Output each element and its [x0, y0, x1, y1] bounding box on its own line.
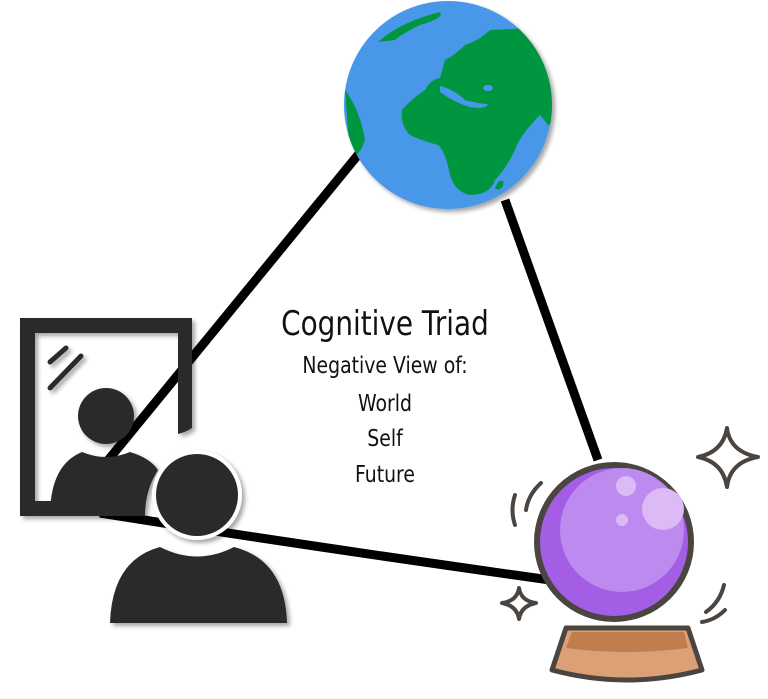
item-world: World: [358, 389, 412, 416]
person-body: [110, 547, 287, 623]
triad-edges: [96, 147, 603, 585]
globe-icon: [344, 1, 552, 209]
edge-self-future: [99, 508, 551, 585]
sparkle-icon: [696, 426, 760, 489]
item-future: Future: [355, 460, 415, 487]
diagram-subtitle: Negative View of:: [302, 351, 467, 378]
diagram-title: Cognitive Triad: [281, 304, 489, 343]
reflection-head: [78, 388, 134, 444]
sparkle-icon: [500, 586, 538, 621]
item-self: Self: [367, 424, 403, 451]
reflection-body: [50, 452, 158, 516]
crystal-ball-icon: [500, 426, 760, 683]
edge-world-self: [96, 147, 366, 473]
diagram-text: Cognitive Triad Negative View of: World …: [281, 304, 489, 487]
mirror-glare-icon: [47, 345, 69, 365]
edge-world-future: [500, 198, 603, 462]
person-mirror-icon: [20, 318, 287, 623]
